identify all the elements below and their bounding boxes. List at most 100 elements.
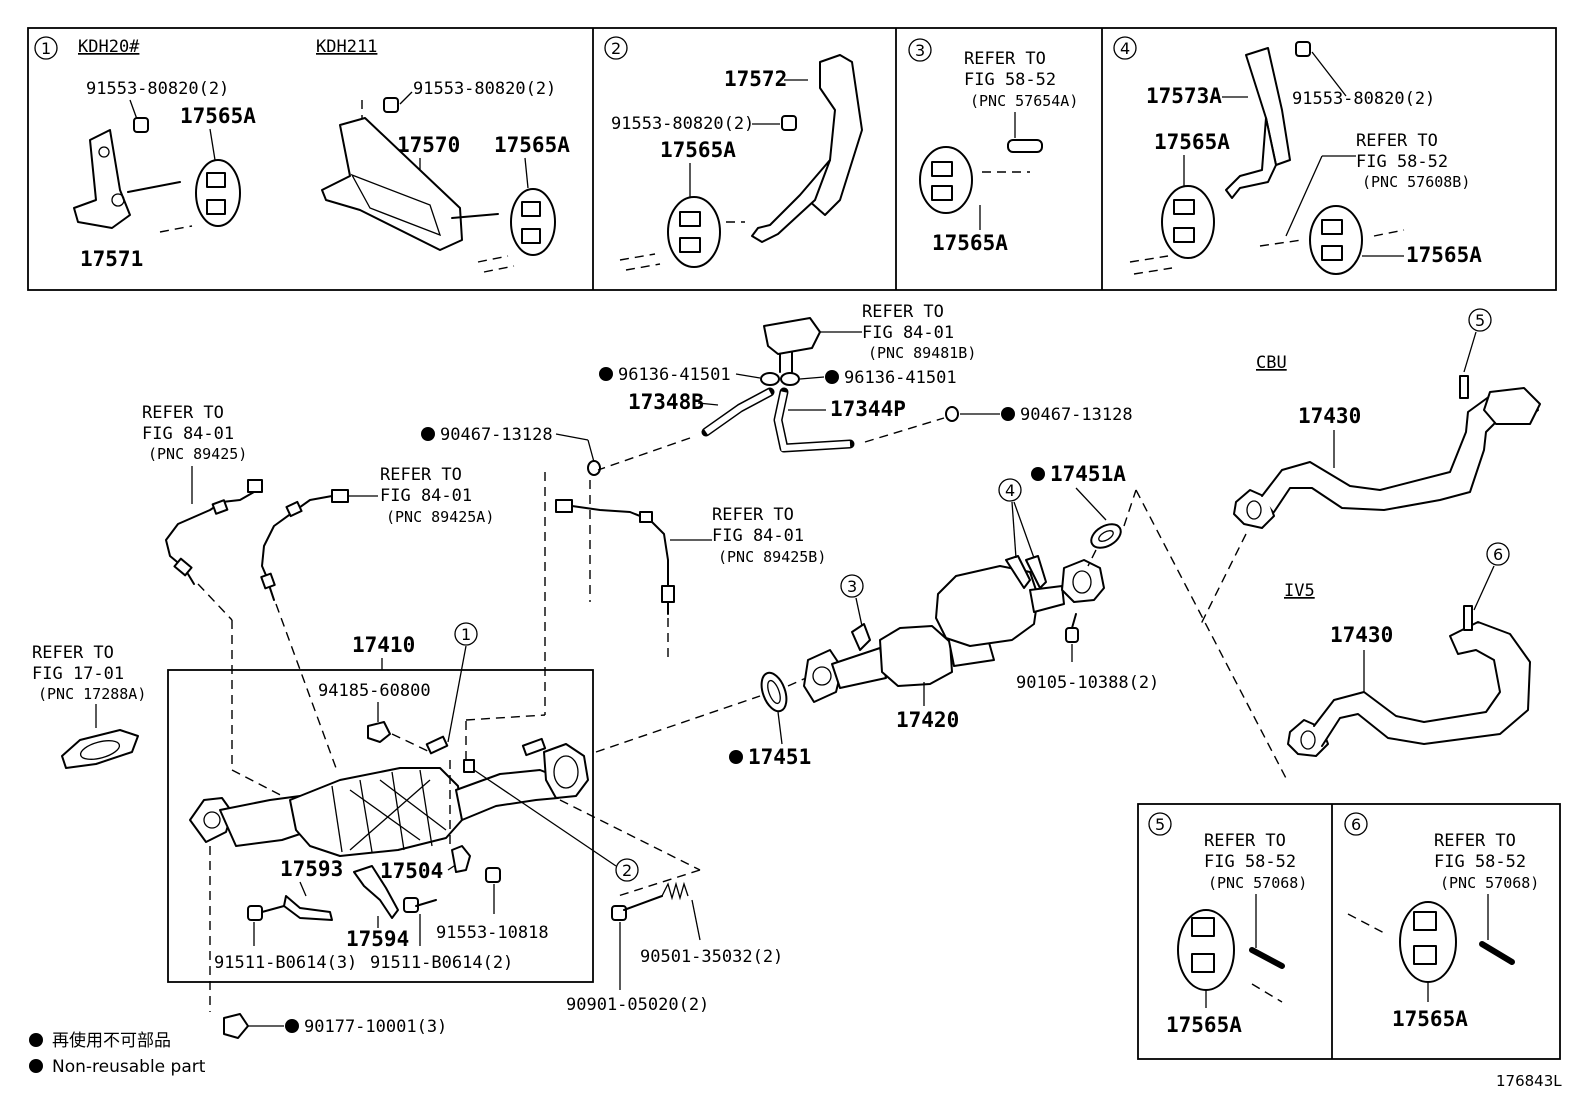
- clamp-right-label: 90467-13128: [1020, 405, 1133, 425]
- ref-line3: (PNC 57068): [1208, 874, 1307, 892]
- flange-nut-icon: [223, 1013, 249, 1039]
- bolt-label-a: 91553-80820(2): [86, 79, 229, 99]
- inset-1-number: 1: [41, 39, 51, 58]
- clip-right-label: 96136-41501: [844, 368, 957, 388]
- top-inset-frame: [27, 27, 1557, 291]
- ref-line3: (PNC 57068): [1440, 874, 1539, 892]
- callout-4: 4: [1005, 481, 1015, 500]
- muffler-part: [935, 565, 1039, 647]
- bracket-label: 17572: [724, 67, 787, 91]
- bolt-b-label: 91511-B0614(2): [370, 953, 513, 973]
- tail-pipe-b-label: 17430: [1330, 623, 1393, 647]
- insulator-17594-part: [353, 865, 399, 919]
- callout-1: 1: [461, 625, 471, 644]
- front-gasket-group: 17451: [595, 671, 811, 769]
- rear-flange: [1061, 559, 1105, 603]
- hose-a-label: 17348B: [628, 390, 704, 414]
- ref-line2: FIG 58-52: [1356, 152, 1448, 172]
- resonator-part: [879, 625, 953, 687]
- gasket-ref-l3: (PNC 17288A): [38, 685, 146, 703]
- bolt-e-label: 90105-10388(2): [1016, 673, 1159, 693]
- pressure-sensor-icon: [763, 317, 821, 355]
- sensor-ref-c-l2: FIG 84-01: [380, 486, 472, 506]
- ref-line1: REFER TO: [1204, 831, 1286, 851]
- bolt-icon-b: [383, 97, 399, 113]
- flange-nut-group: 90177-10001(3): [223, 1013, 447, 1039]
- manifold-gasket: REFER TO FIG 17-01 (PNC 17288A): [32, 643, 146, 769]
- ref-line2: FIG 58-52: [1434, 852, 1526, 872]
- nut-icon: [367, 721, 391, 743]
- insulator-a-label: 17593: [280, 857, 343, 881]
- bolt-c-label: 91553-10818: [436, 923, 549, 943]
- spring-bolt-group: 90501-35032(2) 90901-05020(2): [566, 881, 783, 1015]
- spring-label: 90501-35032(2): [640, 947, 783, 967]
- catalytic-converter-part: [289, 767, 463, 857]
- gasket-icon: [61, 729, 139, 769]
- tail-pipe-a-label: 17430: [1298, 404, 1361, 428]
- rear-gasket-group: 17451A: [1031, 462, 1289, 783]
- tail-pipe-cbu: 5 CBU 17430: [1199, 308, 1541, 627]
- bolt-a-label: 91511-B0614(3): [214, 953, 357, 973]
- sensor-ref-b-l1: REFER TO: [142, 403, 224, 423]
- hanger-label: 17565A: [1166, 1013, 1242, 1037]
- bracket-label: 17573A: [1146, 84, 1222, 108]
- bolt-label: 91553-80820(2): [1292, 89, 1435, 109]
- hanger-label-b: 17565A: [1406, 243, 1482, 267]
- sensor-ref-d-l1: REFER TO: [712, 505, 794, 525]
- hanger-label: 17565A: [1392, 1007, 1468, 1031]
- hanger-label-a: 17565A: [1154, 130, 1230, 154]
- center-pipe-label: 17420: [896, 708, 959, 732]
- sensor-ref-a-l2: FIG 84-01: [862, 323, 954, 343]
- gasket-front-label: 17451: [748, 745, 811, 769]
- gasket-ring-icon: [760, 671, 788, 713]
- bolt-d-label: 90901-05020(2): [566, 995, 709, 1015]
- sensor-ref-a-l1: REFER TO: [862, 302, 944, 322]
- callout-6: 6: [1493, 545, 1503, 564]
- ref-line2: FIG 58-52: [1204, 852, 1296, 872]
- sensor-ref-d-l3: (PNC 89425B): [718, 548, 826, 566]
- hose-clamp-icon: [587, 460, 601, 476]
- callout-3: 3: [847, 577, 857, 596]
- gasket-ref-l1: REFER TO: [32, 643, 114, 663]
- inset-6-number: 6: [1351, 815, 1361, 834]
- inset-3: 3 REFER TO FIG 58-52 (PNC 57654A) 17565A: [908, 38, 1078, 255]
- figure-code: 176843L: [1496, 1072, 1562, 1090]
- bolt-icon: [133, 117, 149, 133]
- hanger-label: 17565A: [932, 231, 1008, 255]
- sensor-ref-c-l3: (PNC 89425A): [386, 508, 494, 526]
- variant-kdh20: KDH20#: [78, 37, 140, 57]
- insulator-b-label: 17594: [346, 927, 409, 951]
- ref-line1: REFER TO: [1356, 131, 1438, 151]
- ref-line1: REFER TO: [964, 49, 1046, 69]
- center-pipe-group: 3 4 17420 90105-10388(2): [803, 478, 1159, 732]
- inset-3-number: 3: [915, 41, 925, 60]
- rubber-hanger-icon: [195, 159, 241, 227]
- legend-en: Non-reusable part: [52, 1057, 206, 1077]
- inset-2: 2 17572 91553-80820(2) 17565A: [604, 36, 863, 271]
- bracket-17572-part: [807, 54, 863, 216]
- flange-rear: [543, 743, 589, 799]
- bracket-17571-part: [73, 129, 131, 229]
- cbu-label: CBU: [1256, 353, 1287, 373]
- sensor-ref-b-l3: (PNC 89425): [148, 445, 247, 463]
- nut-label: 94185-60800: [318, 681, 431, 701]
- tail-flange-a: [1233, 489, 1275, 529]
- bottom-inset-frame: [1137, 803, 1561, 1060]
- inset-4: 4 17573A 91553-80820(2) 17565A REFER TO …: [1113, 36, 1482, 275]
- bracket-label-a: 17571: [80, 247, 143, 271]
- variant-kdh211: KDH211: [316, 37, 377, 57]
- inset-5: 5 REFER TO FIG 58-52 (PNC 57068) 17565A: [1148, 812, 1307, 1037]
- legend-jp: 再使用不可部品: [52, 1030, 171, 1051]
- insulator-17593-part: [283, 895, 333, 921]
- converter-assy-label: 17410: [352, 633, 415, 657]
- callout-2: 2: [622, 861, 632, 880]
- bolt-label: 91553-80820(2): [611, 114, 754, 134]
- sensor-ref-a-l3: (PNC 89481B): [868, 344, 976, 362]
- iv5-label: IV5: [1284, 581, 1315, 601]
- clip-left-label: 96136-41501: [618, 365, 731, 385]
- ref-line1: REFER TO: [1434, 831, 1516, 851]
- inset-4-number: 4: [1120, 39, 1130, 58]
- inset-6: 6 REFER TO FIG 58-52 (PNC 57068) 17565A: [1344, 812, 1539, 1031]
- tail-pipe-iv5: 6 IV5 17430: [1284, 542, 1531, 757]
